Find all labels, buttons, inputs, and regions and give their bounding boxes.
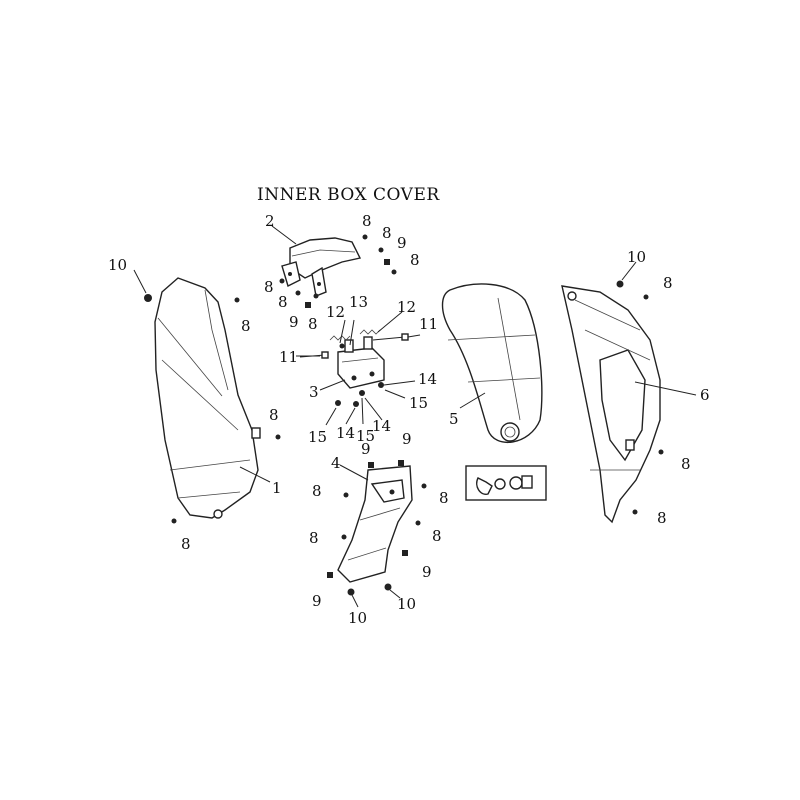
callout-9: 9 (422, 563, 432, 581)
callout-9: 9 (361, 440, 371, 458)
part-5-lid-panel (441, 283, 543, 444)
callout-8: 8 (264, 278, 274, 296)
callout-11: 11 (419, 315, 438, 333)
callout-13: 13 (349, 293, 368, 311)
callout-4: 4 (331, 454, 341, 472)
part-3-hinge-bracket (337, 336, 385, 389)
callout-10: 10 (348, 609, 367, 627)
callout-12: 12 (326, 303, 345, 321)
callout-8: 8 (181, 535, 191, 553)
callout-8: 8 (312, 482, 322, 500)
callout-labels: 1 2 3 4 5 6 8 8 8 8 8 8 8 8 8 8 8 8 8 8 … (108, 212, 710, 627)
callout-15: 15 (356, 427, 375, 445)
callout-9: 9 (289, 313, 299, 331)
callout-8: 8 (241, 317, 251, 335)
part-6-right-panel (561, 285, 661, 524)
callout-5: 5 (449, 410, 459, 428)
callout-10: 10 (108, 256, 127, 274)
callout-8: 8 (269, 406, 279, 424)
callout-2: 2 (265, 212, 275, 230)
callout-14: 14 (418, 370, 437, 388)
part-2-upper-bracket (281, 237, 362, 297)
callout-8: 8 (309, 529, 319, 547)
callout-8: 8 (432, 527, 442, 545)
callout-8: 8 (278, 293, 288, 311)
callout-15: 15 (409, 394, 428, 412)
callout-3: 3 (309, 383, 319, 401)
callout-14: 14 (336, 424, 355, 442)
part-1-left-panel (154, 277, 261, 519)
callout-8: 8 (308, 315, 318, 333)
callout-9: 9 (312, 592, 322, 610)
callout-12: 12 (397, 298, 416, 316)
callout-11: 11 (279, 348, 298, 366)
callout-9: 9 (397, 234, 407, 252)
callout-1: 1 (272, 479, 282, 497)
callout-9: 9 (402, 430, 412, 448)
callout-8: 8 (439, 489, 449, 507)
callout-8: 8 (362, 212, 372, 230)
callout-8: 8 (681, 455, 691, 473)
callout-10: 10 (397, 595, 416, 613)
callout-6: 6 (700, 386, 710, 404)
callout-8: 8 (663, 274, 673, 292)
callout-8: 8 (410, 251, 420, 269)
leader-lines (133, 225, 697, 608)
callout-15: 15 (308, 428, 327, 446)
part-4-lower-bracket (337, 465, 413, 583)
callout-8: 8 (382, 224, 392, 242)
diagram-title: INNER BOX COVER (257, 185, 440, 205)
callout-14: 14 (372, 417, 391, 435)
fastener-markers (144, 234, 664, 596)
lock-set-inset (465, 465, 547, 501)
callout-10: 10 (627, 248, 646, 266)
callout-8: 8 (657, 509, 667, 527)
